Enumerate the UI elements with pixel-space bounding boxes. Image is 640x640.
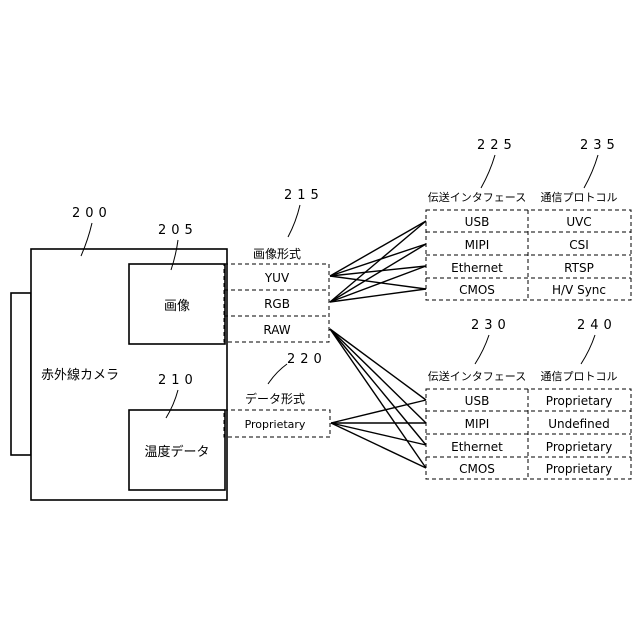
top-iface-header: 伝送インタフェース	[428, 190, 526, 204]
top-iface-cmos: CMOS	[459, 283, 495, 297]
image-format-raw: RAW	[263, 323, 290, 337]
conn-prop-usb	[331, 400, 426, 423]
bottom-proto-header: 通信プロトコル	[541, 370, 618, 383]
conn-yuv-cmos	[330, 276, 426, 289]
bottom-iface-usb: USB	[465, 394, 490, 408]
leader-top-iface	[481, 155, 495, 188]
image-format-title: 画像形式	[253, 247, 301, 261]
image-format-yuv: YUV	[264, 271, 290, 285]
conn-rgb-usb	[330, 221, 426, 302]
conn-rgb-mipi	[330, 244, 426, 302]
ref-image-format: 215	[284, 188, 324, 203]
top-proto-rtsp: RTSP	[564, 261, 594, 275]
bottom-iface-cmos: CMOS	[459, 462, 495, 476]
top-iface-mipi: MIPI	[465, 238, 490, 252]
camera-label: 赤外線カメラ	[41, 367, 119, 383]
ref-bottom-proto: 240	[577, 318, 617, 333]
raw-data-to-bottom-connectors	[330, 329, 426, 468]
top-iface-ethernet: Ethernet	[451, 261, 503, 275]
leader-bottom-iface	[475, 335, 489, 364]
conn-raw-cmos	[330, 329, 426, 468]
bottom-iface-mipi: MIPI	[465, 417, 490, 431]
image-label: 画像	[164, 299, 190, 314]
conn-raw-ethernet	[330, 329, 426, 445]
leader-image-format	[288, 205, 300, 237]
conn-rgb-cmos	[330, 289, 426, 302]
image-format-rgb: RGB	[264, 297, 290, 311]
data-format-proprietary: Proprietary	[245, 418, 306, 431]
bottom-iface-header: 伝送インタフェース	[428, 369, 526, 383]
ref-bottom-iface: 230	[471, 318, 511, 333]
conn-raw-mipi	[330, 329, 426, 423]
ref-data-format: 220	[287, 352, 327, 367]
thermal-data-label: 温度データ	[144, 444, 209, 460]
top-proto-csi: CSI	[569, 238, 589, 252]
ref-image: 205	[158, 223, 198, 238]
ref-camera: 200	[72, 206, 112, 221]
top-proto-hvsync: H/V Sync	[552, 283, 606, 297]
bottom-proto-proprietary-2: Proprietary	[546, 440, 612, 454]
leader-top-proto	[584, 155, 598, 188]
conn-prop-ethernet	[331, 423, 426, 445]
leader-data-format	[268, 364, 287, 384]
bottom-proto-undefined: Undefined	[548, 417, 610, 431]
top-iface-usb: USB	[465, 215, 490, 229]
bottom-iface-ethernet: Ethernet	[451, 440, 503, 454]
top-proto-uvc: UVC	[566, 215, 591, 229]
ref-top-proto: 235	[580, 138, 620, 153]
conn-raw-usb	[330, 329, 426, 400]
bottom-proto-proprietary-1: Proprietary	[546, 394, 612, 408]
bottom-proto-proprietary-3: Proprietary	[546, 462, 612, 476]
data-format-title: データ形式	[245, 391, 305, 406]
conn-prop-cmos	[331, 423, 426, 468]
camera-lens-tab	[11, 293, 31, 455]
ref-top-iface: 225	[477, 138, 517, 153]
top-proto-header: 通信プロトコル	[541, 191, 618, 204]
image-to-top-connectors	[330, 221, 426, 302]
leader-bottom-proto	[581, 335, 595, 364]
ref-thermal: 210	[158, 373, 198, 388]
